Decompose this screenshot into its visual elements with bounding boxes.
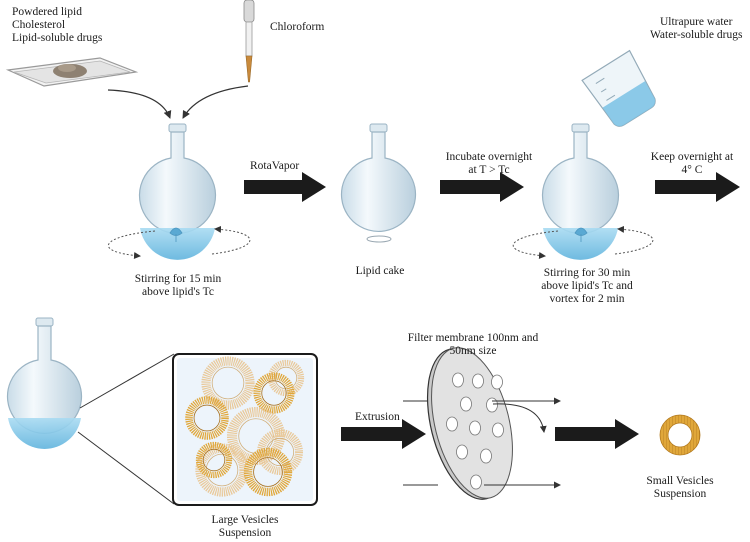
stir1-line-2: above lipid's Tc [142, 286, 214, 298]
vesicle-inner-edge [261, 380, 287, 406]
rotavapor-label: RotaVapor [250, 160, 300, 172]
round-bottom-flask-1 [138, 123, 217, 260]
filter-line-2: 50nm size [449, 345, 497, 357]
rotation-arrows-2 [512, 225, 654, 259]
keep-overnight-arrow [655, 172, 740, 202]
stirring-1-label: Stirring for 15 min above lipid's Tc [118, 273, 238, 299]
aqueous-1: Ultrapure water [659, 16, 733, 28]
pipette-icon [243, 0, 255, 83]
chloroform-label: Chloroform [270, 21, 325, 33]
keep-line-1: Keep overnight at [650, 151, 734, 163]
ingredient-1: Powdered lipid [12, 6, 82, 18]
round-bottom-flask-2 [340, 123, 417, 243]
vesicle-inner-edge [202, 448, 226, 472]
ingredient-3: Lipid-soluble drugs [12, 32, 103, 44]
small-vesicles-label: Small Vesicles Suspension [630, 475, 730, 501]
ingredient-2: Cholesterol [12, 19, 66, 31]
keep-overnight-label: Keep overnight at 4° C [640, 151, 744, 177]
vesicle-ring [185, 396, 229, 440]
ingredients-label: Powdered lipid Cholesterol Lipid-soluble… [12, 6, 102, 45]
filter-membrane-label: Filter membrane 100nm and 50nm size [398, 332, 548, 358]
zoom-lines [77, 353, 175, 505]
lipid-dish-icon [5, 57, 139, 87]
incubate-arrow [440, 172, 524, 202]
vesicle-ring [253, 372, 295, 414]
pipette-to-flask-arrow [182, 85, 249, 119]
aqueous-2: Water-soluble drugs [650, 29, 743, 41]
stir2-line-3: vortex for 2 min [549, 293, 625, 305]
small-vesicles-line-1: Small Vesicles [646, 475, 714, 487]
lipid-cake-label: Lipid cake [355, 265, 405, 277]
small-vesicles-line-2: Suspension [653, 488, 707, 500]
incubate-line-2: at T > Tc [468, 164, 510, 176]
extrusion-label: Extrusion [355, 411, 400, 423]
vesicle-ring [195, 441, 233, 479]
filter-membrane [403, 347, 561, 500]
filter-line-1: Filter membrane 100nm and [407, 332, 539, 344]
vesicle-ring [201, 356, 255, 410]
vesicle-inner-edge [205, 453, 239, 487]
beaker-icon [581, 49, 656, 127]
large-vesicles-line-1: Large Vesicles [211, 514, 279, 526]
round-bottom-flask-4 [6, 317, 83, 449]
keep-line-2: 4° C [681, 164, 703, 176]
aqueous-label: Ultrapure water Water-soluble drugs [650, 16, 742, 42]
stir1-line-1: Stirring for 15 min [134, 273, 222, 285]
large-vesicles-group [185, 356, 305, 497]
round-bottom-flask-3 [541, 123, 620, 260]
vesicle-inner-edge [211, 366, 245, 400]
incubate-line-1: Incubate overnight [445, 151, 533, 163]
vesicle-inner-edge [253, 457, 283, 487]
vesicle-inner-edge [193, 404, 221, 432]
dish-to-flask-arrow [107, 89, 172, 119]
large-vesicles-label: Large Vesicles Suspension [190, 514, 300, 540]
stirring-2-label: Stirring for 30 min above lipid's Tc and… [527, 267, 647, 306]
stir2-line-1: Stirring for 30 min [543, 267, 631, 279]
extrusion-arrow [341, 419, 426, 449]
small-vesicle-icon [659, 414, 701, 456]
rotavapor-arrow [244, 172, 326, 202]
vesicle-inner-edge [274, 366, 298, 390]
vesicle-inner-edge [265, 437, 295, 467]
vesicle-ring [243, 447, 293, 497]
incubate-label: Incubate overnight at T > Tc [434, 151, 544, 177]
large-vesicles-line-2: Suspension [218, 527, 272, 539]
to-small-vesicles-arrow [555, 419, 639, 449]
stir2-line-2: above lipid's Tc and [541, 280, 633, 292]
rotation-arrows-1 [108, 225, 251, 259]
